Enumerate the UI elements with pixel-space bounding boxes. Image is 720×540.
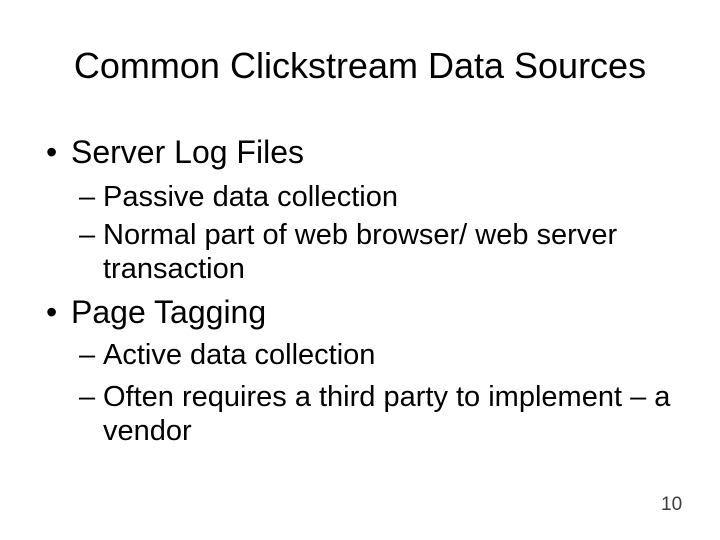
sub-bullet-item: – Often requires a third party to implem… (79, 380, 686, 448)
sub-bullet-item: – Normal part of web browser/ web server… (79, 218, 686, 286)
sub-bullet-label: Passive data collection (103, 181, 398, 213)
slide-title: Common Clickstream Data Sources (73, 45, 647, 86)
dash-marker: – (79, 381, 96, 413)
sub-bullet-item: – Active data collection (79, 338, 686, 372)
bullet-item: • Page Tagging (46, 293, 686, 331)
sub-bullet-item: – Passive data collection (79, 180, 686, 214)
sub-bullet-label: Active data collection (103, 339, 376, 371)
dash-marker: – (79, 339, 96, 371)
bullet-point-marker: • (46, 294, 58, 330)
dash-marker: – (79, 181, 96, 213)
slide-body: • Server Log Files – Passive data collec… (46, 133, 686, 448)
bullet-item-label: Page Tagging (71, 294, 267, 330)
bullet-item: • Server Log Files (46, 133, 686, 171)
bullet-item-label: Server Log Files (71, 134, 304, 170)
sub-bullet-label: Often requires a third party to implemen… (103, 381, 671, 447)
dash-marker: – (79, 219, 96, 251)
sub-bullet-label: Normal part of web browser/ web server t… (103, 219, 618, 285)
page-number: 10 (661, 494, 683, 515)
bullet-point-marker: • (46, 134, 58, 170)
